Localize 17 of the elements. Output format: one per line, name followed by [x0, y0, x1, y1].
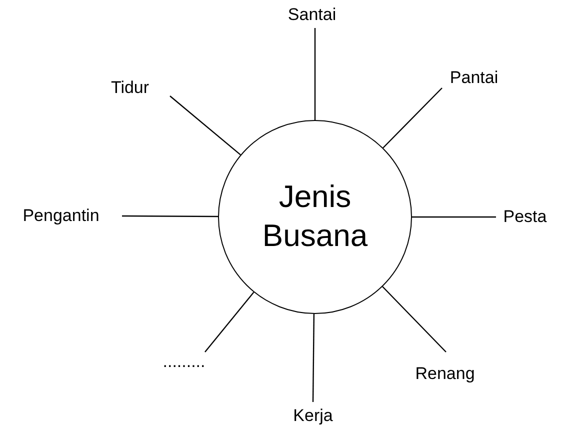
connector-line [312, 314, 315, 402]
connector-line [412, 216, 496, 218]
center-circle: Jenis Busana [218, 120, 412, 314]
topic-label: Pesta [503, 207, 547, 227]
connector-line [122, 215, 218, 218]
connector-line [382, 286, 446, 352]
connector-line [170, 96, 241, 156]
topic-label: Kerja [293, 406, 333, 426]
topic-label: ......... [162, 352, 206, 372]
topic-label: Santai [288, 5, 336, 25]
connector-line [382, 88, 442, 148]
connector-line [314, 28, 316, 120]
topic-label: Pantai [450, 68, 498, 88]
topic-label: Renang [415, 364, 475, 384]
topic-label: Pengantin [22, 206, 100, 226]
topic-label: Tidur [110, 78, 150, 98]
connector-line [204, 292, 254, 352]
